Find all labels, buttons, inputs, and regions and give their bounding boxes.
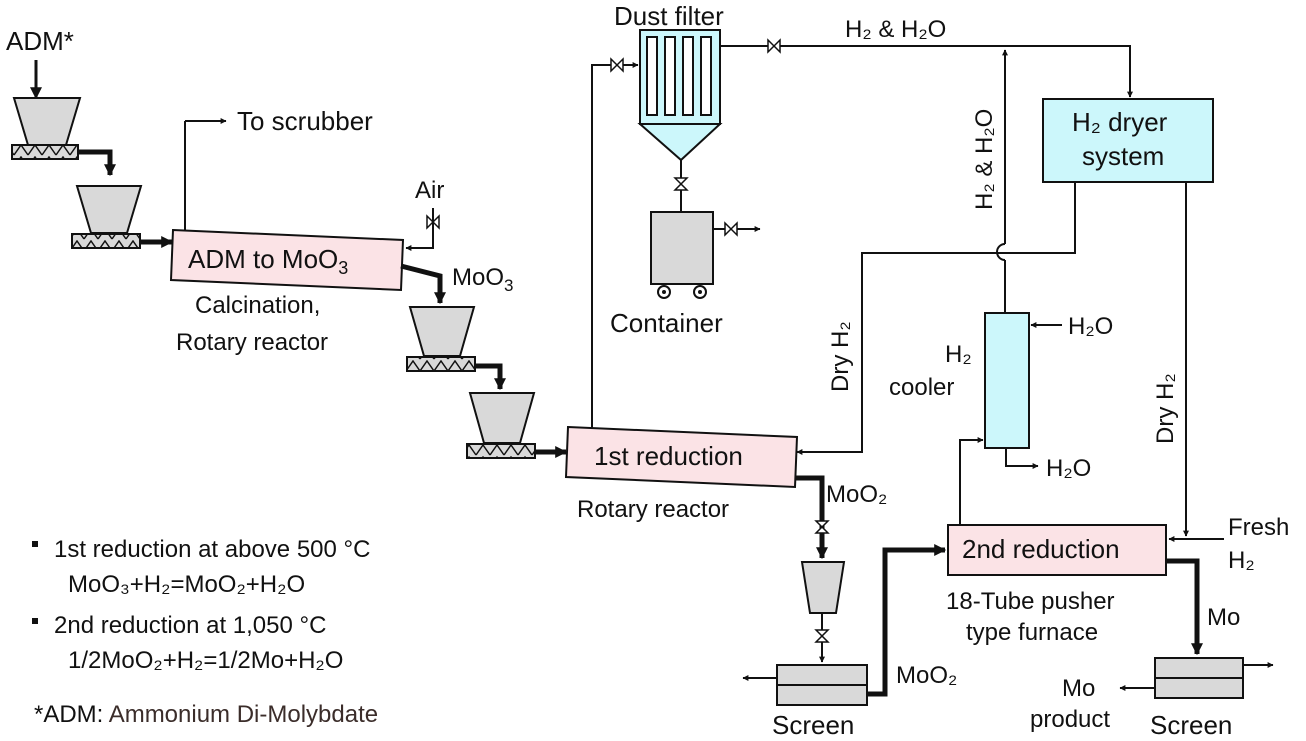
moo2-bottom-label: MoO₂ bbox=[896, 662, 957, 689]
feed-line-3 bbox=[475, 363, 506, 391]
rotary-reactor-2-label: Rotary reactor bbox=[577, 496, 729, 523]
calcination-reactor bbox=[169, 228, 405, 292]
offgas-valve-icon bbox=[610, 57, 624, 73]
dust-filter-label: Dust filter bbox=[614, 1, 724, 31]
bullet-2 bbox=[32, 618, 38, 624]
screen-2 bbox=[1154, 657, 1244, 699]
hopper-2 bbox=[75, 185, 143, 234]
h2-dryer-label-2: system bbox=[1082, 141, 1164, 171]
calcination-label: Calcination, bbox=[195, 292, 320, 319]
screw-conveyor-3 bbox=[406, 356, 476, 372]
hopper-1 bbox=[12, 97, 82, 146]
adm-feed-group: ADM* bbox=[6, 26, 82, 160]
moo2-discharge-line bbox=[795, 475, 828, 560]
mo-product-label-1: Mo bbox=[1062, 675, 1095, 702]
pusher-furnace-label-1: 18-Tube pusher bbox=[946, 588, 1115, 615]
mo-discharge-line bbox=[1166, 558, 1203, 656]
footnote: *ADM: Ammonium Di-Molybdate bbox=[34, 701, 378, 728]
air-inlet-line bbox=[405, 208, 434, 251]
dry-h2-to-first-reduction bbox=[796, 182, 1076, 455]
pusher-furnace-label-2: type furnace bbox=[966, 619, 1098, 646]
cooling-water-outlet bbox=[1005, 448, 1039, 469]
container-label: Container bbox=[610, 308, 723, 338]
moo3-discharge-line bbox=[400, 263, 446, 305]
h2-dryer-system bbox=[1042, 98, 1214, 183]
first-reduction-label: 1st reduction bbox=[594, 441, 743, 471]
second-reduction-label: 2nd reduction bbox=[962, 534, 1120, 564]
screen-1 bbox=[776, 664, 868, 706]
moo2-to-second-reduction bbox=[867, 544, 947, 697]
to-scrubber-label: To scrubber bbox=[237, 106, 373, 136]
container-valve-icon bbox=[724, 221, 738, 237]
note-bullet-1: 1st reduction at above 500 °C bbox=[54, 536, 370, 563]
filter-to-dryer-line bbox=[720, 45, 1133, 98]
air-label: Air bbox=[415, 177, 444, 204]
rotary-reactor-1-label: Rotary reactor bbox=[176, 329, 328, 356]
mo-product-label-2: product bbox=[1030, 706, 1110, 733]
dust-filter bbox=[637, 29, 723, 162]
filter-outlet-valve-icon bbox=[767, 38, 781, 54]
first-reduction-reactor bbox=[564, 425, 799, 489]
h2-cooler-label-1: H₂ bbox=[945, 341, 972, 368]
dust-container bbox=[650, 211, 714, 299]
fresh-h2-label-1: Fresh bbox=[1228, 514, 1289, 541]
reaction-notes: 1st reduction at above 500 °C MoO₃+H₂=Mo… bbox=[32, 536, 378, 728]
dry-h2-left-label: Dry H₂ bbox=[827, 321, 854, 392]
filter-drop-valve-icon bbox=[673, 177, 689, 191]
h2-cooler-label-2: cooler bbox=[889, 374, 954, 401]
dry-h2-right-label: Dry H₂ bbox=[1152, 373, 1179, 444]
screw-conveyor-4 bbox=[466, 443, 536, 459]
bullet-1 bbox=[32, 541, 38, 547]
note-equation-2: 1/2MoO₂+H₂=1/2Mo+H₂O bbox=[68, 647, 343, 674]
h2-h2o-top-label: H₂ & H₂O bbox=[845, 16, 946, 43]
h2-cooler bbox=[984, 312, 1030, 449]
second-reduction-offgas-line bbox=[959, 437, 984, 524]
reactor-offgas-line bbox=[591, 62, 639, 428]
moo2-hopper bbox=[800, 561, 846, 614]
moo2-top-label: MoO₂ bbox=[826, 481, 887, 508]
hopper-3 bbox=[408, 306, 476, 357]
screen-2-label: Screen bbox=[1150, 710, 1232, 740]
h2o-in-label: H₂O bbox=[1068, 313, 1113, 340]
note-bullet-2: 2nd reduction at 1,050 °C bbox=[54, 612, 326, 639]
hopper-group-3 bbox=[406, 306, 476, 372]
moo2-valve-bottom-icon bbox=[814, 629, 830, 643]
feed-line-1 bbox=[78, 149, 116, 177]
h2o-out-label: H₂O bbox=[1046, 455, 1091, 482]
fresh-h2-label-2: H₂ bbox=[1228, 547, 1255, 574]
h2-h2o-vertical-label: H₂ & H₂O bbox=[971, 109, 998, 210]
moo2-valve-top-icon bbox=[814, 520, 830, 534]
hopper-group-2 bbox=[71, 185, 143, 249]
hopper-group-4 bbox=[466, 392, 536, 459]
hopper-4 bbox=[468, 392, 536, 444]
adm-feed-label: ADM* bbox=[6, 26, 74, 56]
h2-dryer-label-1: H₂ dryer bbox=[1072, 107, 1168, 137]
moo3-label: MoO3 bbox=[452, 264, 513, 295]
calcination-reactor-label: ADM to MoO3 bbox=[188, 244, 348, 278]
mo-label: Mo bbox=[1207, 604, 1240, 631]
screw-conveyor-2 bbox=[71, 233, 141, 249]
screw-conveyor-1 bbox=[11, 144, 79, 160]
screen-1-label: Screen bbox=[772, 710, 854, 740]
air-valve-icon bbox=[426, 214, 440, 230]
note-equation-1: MoO₃+H₂=MoO₂+H₂O bbox=[68, 571, 305, 598]
second-reduction-furnace bbox=[947, 524, 1167, 576]
